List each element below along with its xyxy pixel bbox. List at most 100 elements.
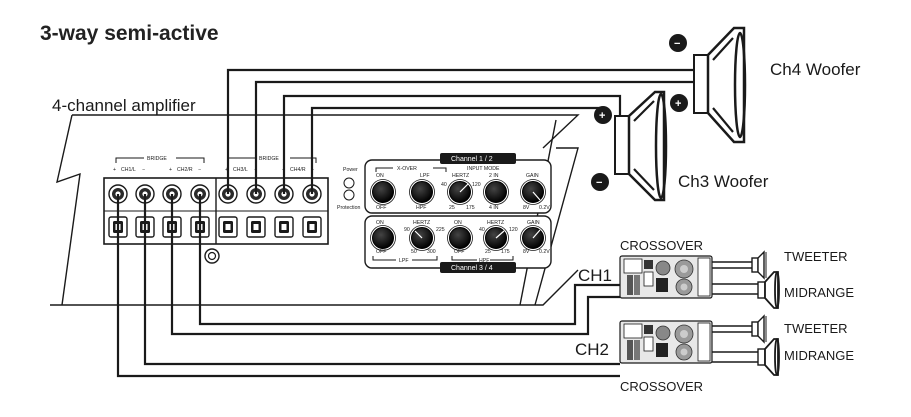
tweeter-2-label: TWEETER [784,321,848,336]
lpf-group-label: LPF [399,258,409,264]
ch3-plus-sign: + [599,110,605,122]
ch1l-label: CH1/L [121,167,136,173]
on-label: ON [376,173,384,179]
input-mode-switch[interactable] [483,179,509,205]
plus-ch2: + [169,167,172,173]
on-label-b: ON [376,220,384,226]
ch1-label: CH1 [578,266,612,285]
hertz-label: HERTZ [452,173,469,179]
crossover-1-output-wires [712,261,760,295]
control-panel-ch12: Channel 1 / 2 X-OVER INPUT MODE ON LPF H… [364,153,552,214]
ground-screw-icon [204,248,220,264]
hertz-min-40: 40 [441,182,447,188]
gain-8v: 8V [523,205,530,211]
ch3-minus-sign: − [596,177,602,189]
ch2r-label: CH2/R [177,167,193,173]
ch2-label: CH2 [575,340,609,359]
xover-label: X-OVER [397,166,417,172]
lpf-hpf-switch[interactable] [409,179,435,205]
ch3-plus-icon [594,106,612,124]
crossover-wires [116,194,620,378]
hertz-25: 25 [449,205,455,211]
hpf-min-40: 40 [479,227,485,233]
hertz-label-b2: HERTZ [487,220,504,226]
gain-label-b: GAIN [527,220,540,226]
hertz-max-120: 120 [472,182,481,188]
page-title: 3-way semi-active [40,22,219,45]
status-leds: Power Protection [337,167,360,211]
gain-label: GAIN [526,173,539,179]
ch4-plus-icon [670,94,688,112]
ch3-woofer-label: Ch3 Woofer [678,172,769,191]
ch4r-label: CH4/R [290,167,306,173]
ch4-minus-icon [669,34,687,52]
four-in-label: 4 IN [489,205,499,211]
hpf-group-label: HPF [479,258,489,264]
ch4-woofer-label: Ch4 Woofer [770,60,861,79]
input-mode-label: INPUT MODE [467,166,500,172]
terminal-slot-icon [274,216,294,238]
tweeter-1-icon [751,250,767,280]
lpf-min-90: 90 [404,227,410,233]
lpf-300: 300 [427,249,436,255]
bridge-labels: BRIDGE BRIDGE + CH1/L − + CH2/R − + CH3/… [113,156,317,173]
minus-ch2: − [198,167,201,173]
hpf-25: 25 [485,249,491,255]
gain-02v: 0.2V [539,205,550,211]
lpf-50: 50 [411,249,417,255]
ch3-minus-icon [591,173,609,191]
midrange-1-label: MIDRANGE [784,285,854,300]
terminal-slot-icon [302,216,322,238]
tweeter-1-label: TWEETER [784,249,848,264]
on-label-b2: ON [454,220,462,226]
plus-ch1: + [113,167,116,173]
crossover-2-output-wires [712,325,760,363]
gain-8v-b: 8V [523,249,530,255]
bridge-label-right: BRIDGE [259,156,279,162]
midrange-1-icon [757,271,780,309]
hertz-label-b1: HERTZ [413,220,430,226]
ch4-woofer-icon [693,26,747,144]
off-label-b2: OFF [454,249,464,255]
two-in-label: 2 IN [489,173,499,179]
terminal-slot-icon [246,216,266,238]
hpf-max-120: 120 [509,227,518,233]
midrange-2-icon [757,338,780,376]
midrange-2-label: MIDRANGE [784,348,854,363]
power-led-icon [343,177,355,189]
terminal-block [103,177,329,245]
plus-ch3: + [225,167,228,173]
lpf-max-225: 225 [436,227,445,233]
hertz-175: 175 [466,205,475,211]
power-label: Power [343,167,358,173]
off-label-b: OFF [376,249,386,255]
ch34-hpf-on-off-switch[interactable] [447,225,473,251]
protection-led-icon [343,189,355,201]
amplifier-chassis [50,114,580,306]
panel-header-ch34: Channel 3 / 4 [451,265,493,272]
protection-label: Protection [337,205,360,211]
crossover-1-label: CROSSOVER [620,238,703,253]
crossover-2-board [619,320,713,364]
ch4-plus-sign: + [675,98,681,110]
bridge-label-left: BRIDGE [147,156,167,162]
hpf-label: HPF [416,205,426,211]
ch4-minus-sign: − [674,38,680,50]
ch3-woofer-icon [614,90,668,202]
gain-02v-b: 0.2V [539,249,550,255]
ch34-lpf-on-off-switch[interactable] [370,225,396,251]
amplifier-label: 4-channel amplifier [52,96,196,115]
lpf-label: LPF [420,173,430,179]
control-panel-ch34: Channel 3 / 4 ON HERTZ ON HERTZ GAIN 90 … [364,215,552,273]
minus-ch1: − [142,167,145,173]
crossover-1-board [619,255,713,299]
xover-on-off-switch[interactable] [370,179,396,205]
hpf-175: 175 [501,249,510,255]
tweeter-2-icon [751,314,767,344]
terminal-slot-icon [218,216,238,238]
off-label: OFF [376,205,386,211]
panel-header-ch12: Channel 1 / 2 [451,156,493,163]
crossover-2-label: CROSSOVER [620,379,703,394]
ch3l-label: CH3/L [233,167,248,173]
